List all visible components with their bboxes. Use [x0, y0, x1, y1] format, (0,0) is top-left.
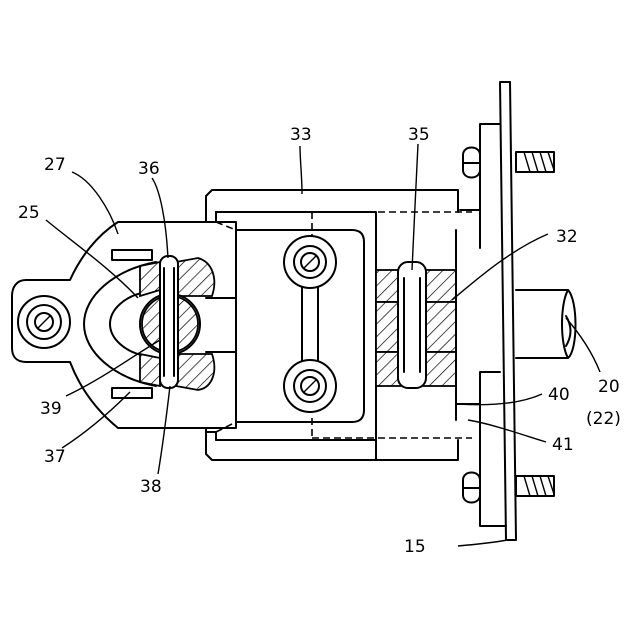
roller-lower [284, 360, 336, 412]
label-15: 15 [404, 537, 426, 557]
label-35: 35 [408, 125, 430, 145]
pin-36 [160, 256, 178, 388]
screw-lower [463, 473, 554, 503]
roller-upper [284, 236, 336, 288]
label-32: 32 [556, 227, 578, 247]
clamp-housing-step [206, 222, 236, 428]
pin-block-32 [376, 230, 456, 420]
label-37: 37 [44, 447, 66, 467]
shaft-20 [516, 290, 576, 358]
label-40: 40 [548, 385, 570, 405]
label-36: 36 [138, 159, 160, 179]
label-41: 41 [552, 435, 574, 455]
boss-screw [18, 296, 70, 348]
plate-bracket-lower [480, 372, 506, 526]
label-25: 25 [18, 203, 40, 223]
plate-bracket-upper [460, 124, 500, 248]
screw-upper [463, 148, 554, 178]
clamp-tab-lower [112, 388, 152, 398]
label-22: (22) [586, 409, 621, 429]
label-20: 20 [598, 377, 620, 397]
label-27: 27 [44, 155, 66, 175]
label-33: 33 [290, 125, 312, 145]
label-39: 39 [40, 399, 62, 419]
clamp-tab-upper [112, 250, 152, 260]
mounting-plate-15 [500, 82, 516, 540]
label-38: 38 [140, 477, 162, 497]
